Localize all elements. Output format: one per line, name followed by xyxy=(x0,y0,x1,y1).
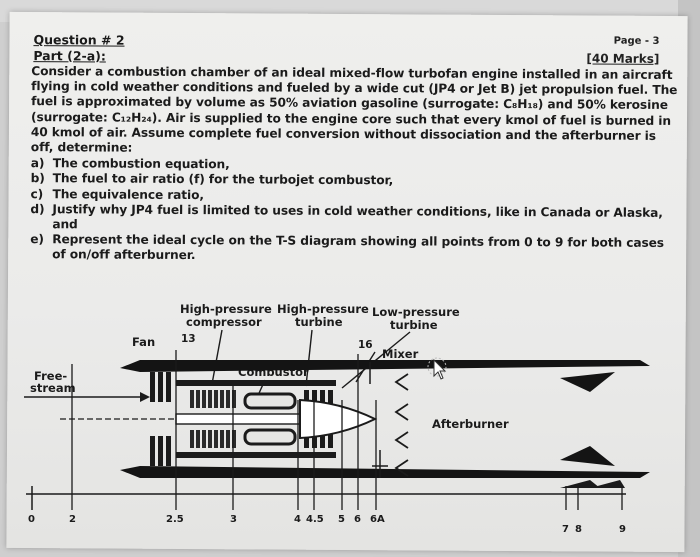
lpt-label-line1: Low-pressure xyxy=(372,305,460,319)
station-4-5: 4.5 xyxy=(306,514,324,525)
station-9: 9 xyxy=(619,524,626,535)
hpc-label-line1: High-pressure xyxy=(180,302,272,316)
fan-stage xyxy=(150,372,171,466)
station-2-5: 2.5 xyxy=(166,514,184,525)
freestream-label-line1: Free- xyxy=(34,369,67,383)
engine-centerline xyxy=(60,413,307,425)
hpc-label-line2: compressor xyxy=(186,315,262,329)
station-4: 4 xyxy=(294,514,301,525)
station-0: 0 xyxy=(28,514,35,525)
exhaust-nozzle xyxy=(560,480,625,488)
compressor-stage xyxy=(190,390,236,448)
station-13-callout: 13 xyxy=(181,333,196,345)
fan-label: Fan xyxy=(132,335,155,349)
station-16-callout: 16 xyxy=(358,339,373,351)
station-2: 2 xyxy=(69,514,76,525)
tail-cone xyxy=(299,398,378,440)
station-7: 7 xyxy=(562,524,569,535)
lpt-label-line2: turbine xyxy=(390,318,438,332)
afterburner-label: Afterburner xyxy=(432,417,509,431)
freestream-arrow xyxy=(24,392,150,402)
station-8: 8 xyxy=(575,524,582,535)
hpt-label-line1: High-pressure xyxy=(277,302,369,316)
cursor-pointer-icon xyxy=(427,357,447,380)
outer-nacelle xyxy=(120,360,650,478)
station-6: 6 xyxy=(354,514,361,525)
mixer-label: Mixer xyxy=(382,347,419,361)
station-3: 3 xyxy=(230,514,237,525)
station-axis xyxy=(26,350,626,510)
combustor-cans xyxy=(243,392,297,446)
station-6A: 6A xyxy=(370,514,385,525)
core-casing xyxy=(176,380,336,458)
station-numbers: 0 2 2.5 3 4 4.5 5 6 6A 7 8 9 xyxy=(28,514,626,535)
freestream-label-line2: stream xyxy=(30,381,76,395)
station-5: 5 xyxy=(338,514,345,525)
afterburner-ring xyxy=(369,362,388,478)
hpt-label-line2: turbine xyxy=(295,315,343,329)
mixer-chevrons xyxy=(394,373,409,477)
